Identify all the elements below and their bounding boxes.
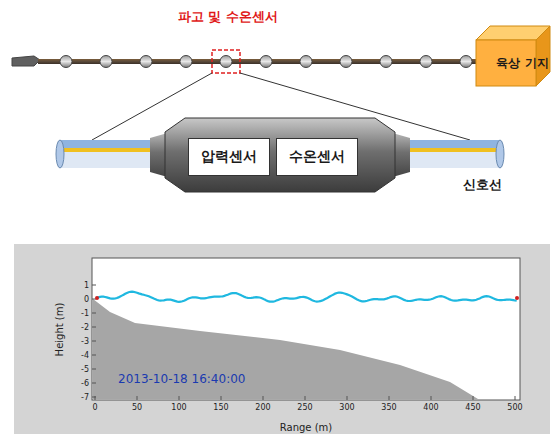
- tick: [305, 396, 306, 400]
- tick-label: -1: [81, 309, 89, 318]
- wave-line: [97, 292, 517, 302]
- tick: [431, 396, 432, 400]
- seabed: [93, 299, 478, 399]
- anchor: [12, 56, 40, 66]
- tick-label: 150: [213, 403, 228, 412]
- base-station: 육상 기지: [492, 40, 553, 86]
- tick-label: 0: [92, 403, 97, 412]
- timestamp: 2013-10-18 16:40:00: [118, 372, 245, 386]
- tick-label: 1: [84, 281, 89, 290]
- sensor-bead: [300, 56, 312, 68]
- tick: [263, 396, 264, 400]
- axis-title: Height (m): [55, 302, 66, 356]
- tick-label: 500: [507, 403, 522, 412]
- tick: [473, 396, 474, 400]
- sensor-row: [60, 56, 472, 68]
- plot-area: [92, 258, 520, 400]
- tick-label: 400: [423, 403, 438, 412]
- sensor-bead: [420, 56, 432, 68]
- axis-ticks: [92, 285, 515, 400]
- wire-label: 신호선: [463, 176, 502, 194]
- axis-title: Range (m): [280, 422, 332, 433]
- tick-label: -2: [81, 323, 89, 332]
- tick: [347, 396, 348, 400]
- highlight-box: [212, 50, 240, 73]
- sensor-bead: [180, 56, 192, 68]
- tick-label: 50: [132, 403, 142, 412]
- sensor-bead: [100, 56, 112, 68]
- sensor-bead: [220, 56, 232, 68]
- tick: [92, 313, 96, 314]
- tick-label: 200: [255, 403, 270, 412]
- tick-label: 100: [171, 403, 186, 412]
- sensor-bead: [460, 56, 472, 68]
- tick-label: -7: [81, 393, 89, 402]
- callout-label: 파고 및 수온센서: [178, 8, 278, 26]
- temperature-sensor: 수온센서: [276, 138, 358, 176]
- tick: [515, 396, 516, 400]
- tick: [92, 369, 96, 370]
- tick: [92, 397, 96, 398]
- tick: [92, 327, 96, 328]
- tick-label: 450: [465, 403, 480, 412]
- tick-label: -3: [81, 337, 89, 346]
- tick-label: -6: [81, 379, 89, 388]
- tick: [92, 285, 96, 286]
- sensor-bead: [60, 56, 72, 68]
- tick: [179, 396, 180, 400]
- tick: [137, 396, 138, 400]
- chart-panel: [14, 244, 550, 434]
- tick-label: 250: [297, 403, 312, 412]
- node-text: 압력센서: [201, 148, 257, 166]
- tick: [221, 396, 222, 400]
- tick-label: 0: [84, 295, 89, 304]
- tick-label: 350: [381, 403, 396, 412]
- sensor-bead: [260, 56, 272, 68]
- marker: [515, 296, 519, 300]
- node-text: 육상 기지: [496, 55, 548, 72]
- tick-label: -4: [81, 351, 89, 360]
- sensor-housing: [165, 118, 395, 192]
- tick: [92, 355, 96, 356]
- tick-label: -5: [81, 365, 89, 374]
- node-text: 수온센서: [289, 148, 345, 166]
- marker: [95, 296, 99, 300]
- tick: [92, 383, 96, 384]
- sensor-bead: [140, 56, 152, 68]
- tick: [389, 396, 390, 400]
- tick-label: 300: [339, 403, 354, 412]
- sensor-bead: [380, 56, 392, 68]
- sensor-bead: [340, 56, 352, 68]
- pressure-sensor: 압력센서: [188, 138, 270, 176]
- tick: [92, 341, 96, 342]
